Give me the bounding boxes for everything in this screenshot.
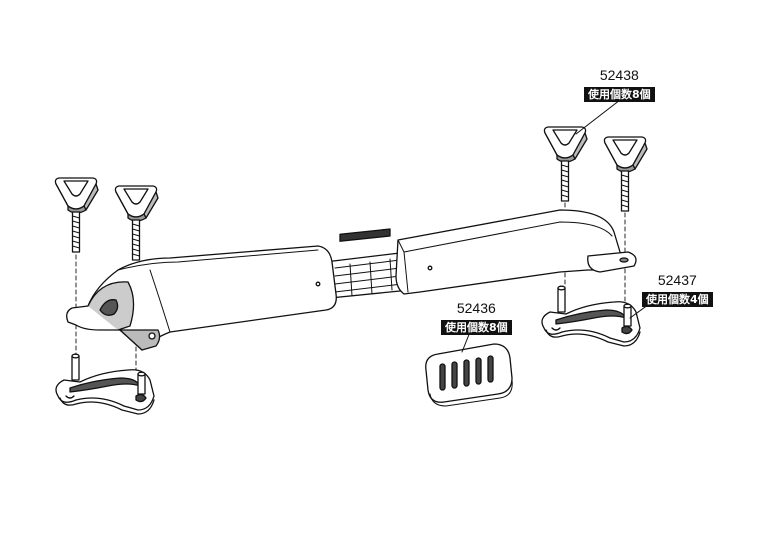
right-housing [395, 209, 637, 295]
knob-right-1 [543, 126, 588, 202]
knob-left-1 [54, 177, 99, 253]
callout-52436: 52436 使用個数8個 [441, 300, 512, 335]
callout-52438: 52438 使用個数8個 [584, 67, 655, 102]
quantity-badge: 使用個数4個 [642, 292, 713, 307]
quantity-badge: 使用個数8個 [441, 320, 512, 335]
knob-right-2 [603, 136, 648, 212]
part-number: 52436 [456, 300, 496, 316]
clamp-left [55, 353, 155, 415]
left-housing [66, 245, 337, 351]
knob-left-2 [114, 185, 159, 261]
quantity-badge: 使用個数8個 [584, 87, 655, 102]
rubber-pad [425, 343, 513, 407]
part-number: 52438 [599, 67, 639, 83]
callout-52437: 52437 使用個数4個 [642, 272, 713, 307]
part-number: 52437 [657, 272, 697, 288]
clamp-right [541, 285, 641, 347]
